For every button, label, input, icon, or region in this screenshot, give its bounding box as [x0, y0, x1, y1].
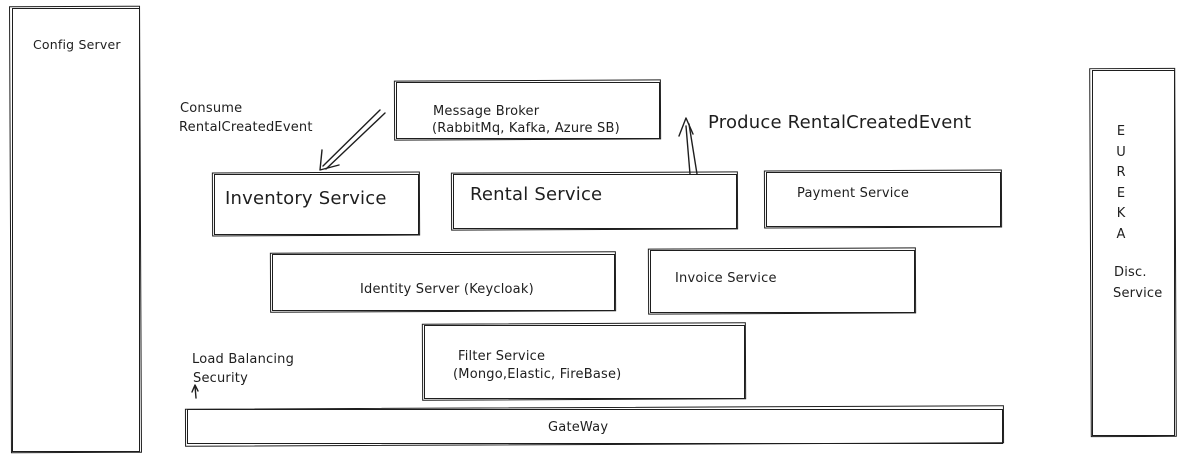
eureka-letters: E U R E K A [1114, 122, 1128, 245]
invoice-service-box [650, 250, 915, 313]
message-broker-box [396, 82, 660, 139]
eureka-letter: A [1116, 226, 1126, 242]
eureka-letter: R [1116, 165, 1126, 180]
eureka-letter: K [1116, 206, 1126, 221]
consume-note-line1: Consume [180, 101, 243, 116]
eureka-letter: E [1116, 185, 1126, 201]
payment-service-box [766, 172, 1001, 227]
filter-service-subtitle: (Mongo,Elastic, FireBase) [453, 367, 622, 382]
gateway-note-arrow [191, 384, 199, 399]
config-server-label: Config Server [33, 37, 121, 52]
gateway-note-line1: Load Balancing [192, 352, 295, 367]
invoice-service-label: Invoice Service [675, 271, 777, 286]
rental-service-box [453, 174, 737, 229]
eureka-line1: Disc. [1114, 265, 1147, 280]
eureka-letter: U [1116, 144, 1126, 160]
gateway-box [187, 409, 1003, 444]
eureka-letter: E [1116, 124, 1126, 139]
consume-note-line2: RentalCreatedEvent [179, 120, 313, 135]
message-broker-title: Message Broker [433, 104, 540, 119]
identity-server-label: Identity Server (Keycloak) [360, 282, 534, 297]
payment-service-label: Payment Service [797, 186, 910, 201]
inventory-service-label: Inventory Service [225, 188, 387, 209]
config-server-box [12, 8, 140, 452]
consume-arrow [319, 109, 386, 171]
filter-service-box [424, 325, 745, 399]
gateway-label: GateWay [548, 420, 609, 435]
produce-arrow [678, 117, 698, 175]
rental-service-label: Rental Service [470, 184, 603, 205]
gateway-note-line2: Security [193, 371, 248, 386]
inventory-service-box [214, 174, 419, 235]
filter-service-title: Filter Service [458, 349, 546, 364]
identity-server-box [272, 254, 615, 311]
eureka-box [1092, 70, 1175, 436]
eureka-line2: Service [1113, 286, 1163, 301]
message-broker-subtitle: (RabbitMq, Kafka, Azure SB) [432, 121, 620, 136]
produce-note: Produce RentalCreatedEvent [708, 112, 972, 133]
